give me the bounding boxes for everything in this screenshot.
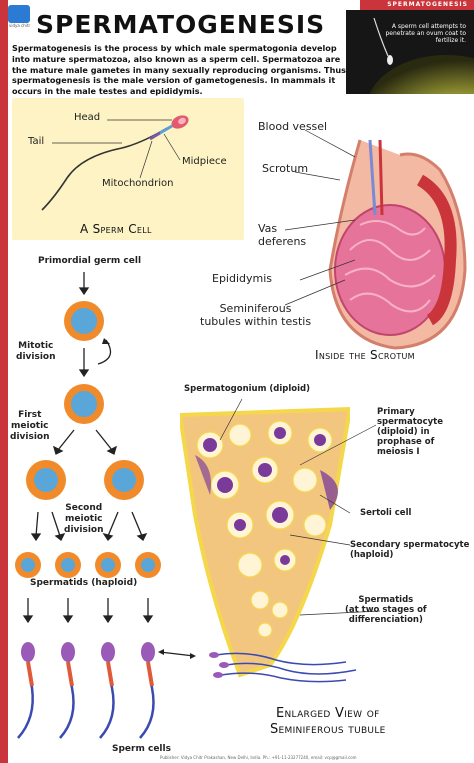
head-label: Head <box>74 112 101 123</box>
epididymis-label: Epididymis <box>212 272 273 285</box>
seminiferous-label: Seminiferous tubules within testis <box>200 302 312 328</box>
intro-paragraph: Spermatogenesis is the process by which … <box>12 43 349 97</box>
tubule-illustration <box>180 406 350 678</box>
secondary-spermatocyte-label: Secondary spermatocyte (haploid) <box>350 540 470 560</box>
publisher-logo-icon <box>8 5 30 23</box>
primary-spermatocyte-label: Primary spermatocyte (diploid) in propha… <box>377 407 444 457</box>
page-title: SPERMATOGENESIS <box>36 10 326 39</box>
publisher-footer: Publisher: Vidya Chitr Prakashan, New De… <box>160 755 357 760</box>
spermatogonium-label: Spermatogonium (diploid) <box>184 384 311 394</box>
scrotum-leader-lines <box>284 129 355 306</box>
fertilization-photo: A sperm cell attempts to penetrate an ov… <box>346 10 474 94</box>
vas-deferens-label: Vas deferens <box>258 222 307 248</box>
first-meiotic-label: First meiotic division <box>10 410 50 442</box>
tail-label: Tail <box>28 136 45 147</box>
sertoli-cell-label: Sertoli cell <box>360 508 412 518</box>
blood-vessel-label: Blood vessel <box>258 120 328 133</box>
photo-caption: A sperm cell attempts to penetrate an ov… <box>385 23 466 44</box>
sperm-cell-diagram <box>41 115 189 211</box>
second-meiotic-label: Second meiotic division <box>64 503 104 535</box>
sperm-cell-panel: Head Tail Midpiece Mitochondrion A Sperm… <box>12 98 244 240</box>
scrotum-heading: Inside the Scrotum <box>315 348 415 362</box>
ovum-photo-illustration <box>369 17 474 94</box>
mitochondrion-label: Mitochondrion <box>102 178 174 189</box>
tubule-heading: Enlarged View of Seminiferous tubule <box>270 706 386 737</box>
top-corner-banner: SPERMATOGENESIS <box>360 0 474 10</box>
sperm-cell-heading: A Sperm Cell <box>80 222 152 236</box>
spermatids-label: Spermatids (haploid) <box>30 578 138 588</box>
primordial-label: Primordial germ cell <box>38 256 142 266</box>
tubule-leader-lines <box>219 398 380 616</box>
left-accent-strip <box>0 0 8 763</box>
tubule-sperm-tails <box>209 652 357 683</box>
division-flow-diagram <box>15 272 196 739</box>
scrotum-illustration <box>328 139 467 350</box>
sperm-cells-label: Sperm cells <box>112 744 171 754</box>
publisher-logo-text: vidya chitr <box>9 23 31 28</box>
scrotum-label: Scrotum <box>262 162 309 175</box>
tubule-spermatids-label: Spermatids (at two stages of differencia… <box>345 595 427 625</box>
midpiece-label: Midpiece <box>182 156 227 167</box>
mitotic-division-label: Mitotic division <box>16 341 56 362</box>
